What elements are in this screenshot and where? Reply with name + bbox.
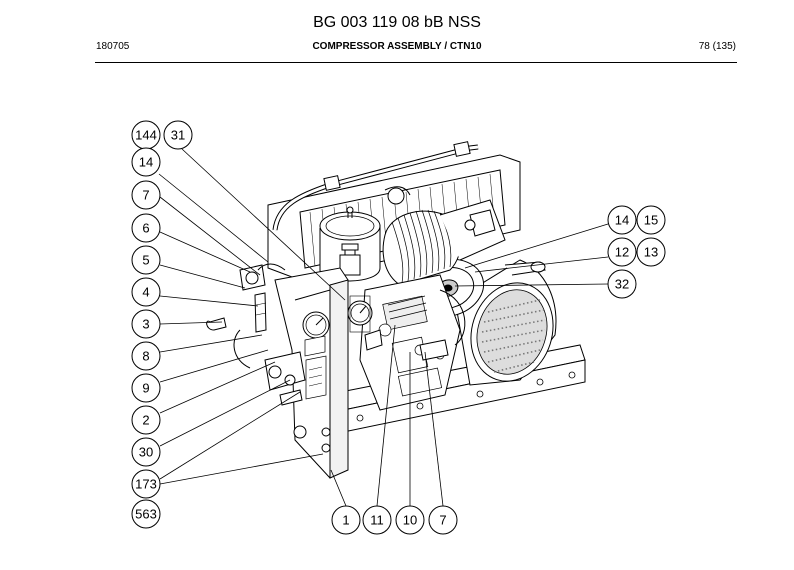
callout-5: 5 xyxy=(131,245,161,275)
callout-label: 8 xyxy=(142,349,149,364)
callout-4: 4 xyxy=(131,277,161,307)
callout-label: 5 xyxy=(142,253,149,268)
callout-label: 563 xyxy=(135,507,157,522)
document-date: 180705 xyxy=(96,41,130,52)
callout-6: 6 xyxy=(131,213,161,243)
callout-label: 4 xyxy=(142,285,149,300)
callout-label: 7 xyxy=(142,188,149,203)
callout-label: 10 xyxy=(403,513,417,528)
callout-label: 14 xyxy=(139,155,153,170)
callout-label: 6 xyxy=(142,221,149,236)
callout-label: 15 xyxy=(644,213,658,228)
document-section-title: COMPRESSOR ASSEMBLY / CTN10 xyxy=(312,41,482,52)
callout-2: 2 xyxy=(131,405,161,435)
callout-173: 173 xyxy=(131,469,161,499)
callout-7-bottom: 7 xyxy=(428,505,458,535)
callout-7: 7 xyxy=(131,180,161,210)
header-rule xyxy=(95,62,737,63)
callout-8: 8 xyxy=(131,341,161,371)
callout-label: 11 xyxy=(370,513,384,528)
callout-563: 563 xyxy=(131,499,161,529)
callout-12: 12 xyxy=(607,237,637,267)
callout-label: 12 xyxy=(615,245,629,260)
callout-13: 13 xyxy=(636,237,666,267)
callout-144: 144 xyxy=(131,120,161,150)
document-title: BG 003 119 08 bB NSS xyxy=(313,14,481,31)
callout-31: 31 xyxy=(163,120,193,150)
callout-label: 3 xyxy=(142,317,149,332)
callout-1: 1 xyxy=(331,505,361,535)
callouts: 144 31 14 7 6 5 4 3 xyxy=(131,120,666,535)
callout-label: 1 xyxy=(342,513,349,528)
compressor-drawing xyxy=(206,141,586,479)
callout-label: 14 xyxy=(615,213,629,228)
callout-3: 3 xyxy=(131,309,161,339)
callout-11: 11 xyxy=(362,505,392,535)
callout-label: 13 xyxy=(644,245,658,260)
callout-label: 2 xyxy=(142,413,149,428)
callout-label: 144 xyxy=(135,128,157,143)
callout-label: 173 xyxy=(135,477,157,492)
page-number: 78 (135) xyxy=(698,41,736,52)
callout-14: 14 xyxy=(131,147,161,177)
callout-14-right: 14 xyxy=(607,205,637,235)
callout-32: 32 xyxy=(607,269,637,299)
callout-15: 15 xyxy=(636,205,666,235)
callout-label: 31 xyxy=(171,128,185,143)
callout-label: 9 xyxy=(142,381,149,396)
callout-label: 30 xyxy=(139,445,153,460)
callout-30: 30 xyxy=(131,437,161,467)
leader-lines xyxy=(158,148,609,507)
callout-10: 10 xyxy=(395,505,425,535)
callout-label: 32 xyxy=(615,277,629,292)
callout-label: 7 xyxy=(439,513,446,528)
callout-9: 9 xyxy=(131,373,161,403)
